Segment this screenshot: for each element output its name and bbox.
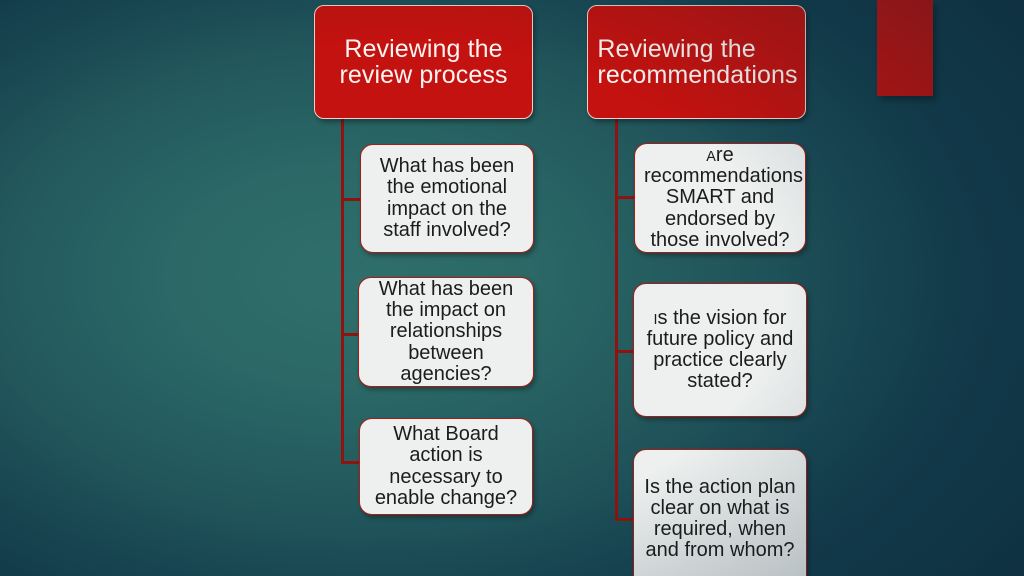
child-node-right-3[interactable]: Is the action plan clear on what is requ… xyxy=(633,449,807,576)
decorative-red-block xyxy=(877,0,933,96)
child-node-right-2[interactable]: Is the vision for future policy and prac… xyxy=(633,283,807,417)
child-node-right-3-label: Is the action plan clear on what is requ… xyxy=(644,475,796,562)
header-node-recommendations[interactable]: Reviewing the recommendations xyxy=(587,5,806,119)
child-node-left-1-label: What has been the emotional impact on th… xyxy=(379,155,515,241)
child-node-left-3[interactable]: What Board action is necessary to enable… xyxy=(359,418,533,515)
child-node-right-1-leadcap: A xyxy=(706,149,716,166)
child-node-right-2-rest: s the vision for future policy and pract… xyxy=(646,306,794,393)
child-node-right-2-label: Is the vision for future policy and prac… xyxy=(634,306,806,393)
header-node-recommendations-label: Reviewing the recommendations xyxy=(597,35,798,89)
child-node-right-1[interactable]: Are recommendations SMART and endorsed b… xyxy=(634,143,806,253)
child-node-left-2-label: What has been the impact on relationship… xyxy=(378,278,514,385)
child-node-right-1-label: Are recommendations SMART and endorsed b… xyxy=(635,144,805,251)
child-node-left-2[interactable]: What has been the impact on relationship… xyxy=(358,277,534,387)
child-node-left-1[interactable]: What has been the emotional impact on th… xyxy=(360,144,534,253)
connector-vertical-left xyxy=(341,114,344,464)
header-node-review-process-label: Reviewing the review process xyxy=(339,35,508,89)
header-node-review-process[interactable]: Reviewing the review process xyxy=(314,5,533,119)
child-node-left-3-label: What Board action is necessary to enable… xyxy=(374,423,518,509)
child-node-right-1-rest: re recommendations SMART and endorsed by… xyxy=(644,144,803,251)
connector-vertical-right xyxy=(615,114,618,520)
